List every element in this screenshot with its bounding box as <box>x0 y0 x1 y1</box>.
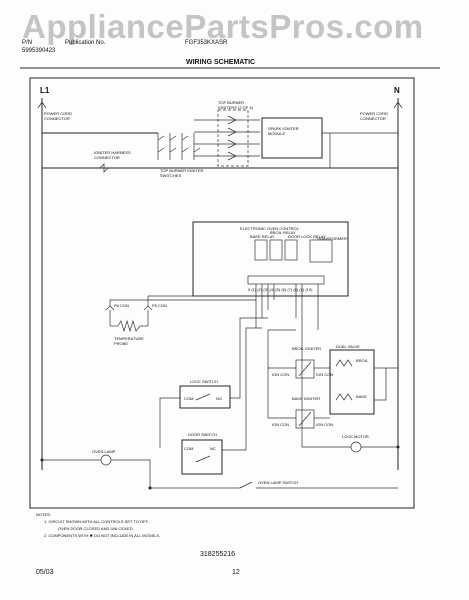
label-burner-switches: TOP BURNER IGNITER SWITCHES <box>160 168 204 178</box>
bake-coil <box>335 393 353 401</box>
label-door-com: COM <box>184 446 194 451</box>
lamp-return <box>111 459 240 489</box>
eoc-output-wires <box>255 284 319 330</box>
lock-motor-wire <box>301 330 351 448</box>
label-pin-p2: P5 CON <box>152 303 167 308</box>
label-pin-p1: P6 CON <box>114 303 129 308</box>
igniter-group-box <box>217 109 249 167</box>
part-number-label: P/N <box>22 40 33 46</box>
label-lock-motor: LOCK MOTOR <box>342 434 369 439</box>
label-lock-com: COM <box>184 396 194 401</box>
lock-motor-symbol <box>350 441 362 453</box>
burner-switches <box>157 133 201 160</box>
lock-switch-blade <box>195 393 211 401</box>
label-lock-switch: LOCK SWITCH <box>190 379 218 384</box>
label-temp-probe: TEMPERATURE PROBE <box>114 336 144 346</box>
label-l1: L1 <box>40 86 50 95</box>
probe-resistor <box>117 319 141 333</box>
doc-number: 318255216 <box>200 551 236 558</box>
bake-igniter-box <box>295 409 315 429</box>
label-relay-1: BAKE RELAY <box>250 234 275 239</box>
label-dual-valve: DUAL VALVE <box>336 344 360 349</box>
harness-connector <box>99 163 109 173</box>
notes-line-3: 2. COMPONENTS WITH ✱ DO NOT INCLUDE IN A… <box>44 533 161 538</box>
valve-return <box>374 368 387 401</box>
lock-switch-wire <box>230 317 268 399</box>
oven-lamp-symbol <box>100 454 112 466</box>
label-oven-lamp-switch: OVEN LAMP SWITCH <box>258 480 299 485</box>
door-switch-wire <box>222 327 262 451</box>
label-power-cord-left: POWER CORD CONNECTOR <box>44 111 72 121</box>
label-relay-2: BROIL RELAY <box>270 230 296 235</box>
door-switch-box <box>181 439 223 475</box>
schematic-title: WIRING SCHEMATIC <box>186 59 256 66</box>
notes-title: NOTES: <box>36 512 51 517</box>
lock-switch-return <box>159 397 180 448</box>
door-switch-blade <box>195 455 211 463</box>
probe-wire-a <box>109 299 256 306</box>
watermark: AppliancePartsPros.com <box>22 8 424 45</box>
notes-line-2: OVEN DOOR CLOSED AND UNLOCKED. <box>58 526 134 531</box>
broil-coil <box>335 359 353 367</box>
label-lock-no: NO <box>216 396 222 401</box>
label-door-nc: NC <box>210 446 216 451</box>
label-power-cord-right: POWER CORD CONNECTOR <box>360 111 388 121</box>
label-ign-con-3: IGN CON <box>272 422 290 427</box>
lock-switch-box <box>179 385 231 409</box>
dual-valve-box <box>329 349 375 415</box>
notes-line-1: 1. CIRCUIT SHOWN WITH ALL CONTROLS SET T… <box>44 519 149 524</box>
label-valve-bake: BAKE <box>356 394 367 399</box>
spark-module-box <box>261 117 323 159</box>
broil-igniter-box <box>295 359 315 379</box>
lamp-switch-blade <box>239 481 253 489</box>
label-door-switch: DOOR SWITCH <box>188 432 217 437</box>
label-broil-igniter: BROIL IGNITER <box>292 346 322 351</box>
label-n: N <box>394 86 400 95</box>
label-top-burner-igniters: TOP BURNER IGNITERS (2 OF 4) <box>218 100 253 110</box>
igniter-feed-left <box>267 329 296 419</box>
eoc-terminal-strip <box>247 275 325 285</box>
label-igniter-harness: IGNITER HARNESS CONNECTOR <box>94 150 131 160</box>
label-oven-lamp: OVEN LAMP <box>92 449 116 454</box>
eoc-relays <box>254 239 333 263</box>
probe-wire-b <box>147 295 274 306</box>
label-bake-igniter: BAKE IGNITER <box>292 396 321 401</box>
n-connector <box>393 101 403 109</box>
label-transformer: TRANSFORMER <box>316 236 347 241</box>
label-eoc: ELECTRONIC OVEN CONTROL <box>240 226 299 231</box>
l1-connector <box>37 101 47 109</box>
page-number: 12 <box>232 569 240 576</box>
burner-igniters <box>194 115 260 161</box>
probe-connector-a <box>105 305 115 311</box>
label-relay-3: DOOR LOCK RELAY <box>288 234 326 239</box>
label-valve-broil: BROIL <box>356 358 369 363</box>
publication-label: Publication No. <box>65 40 106 46</box>
diagram-frame <box>29 77 415 509</box>
label-ign-con-4: IGN CON <box>316 422 334 427</box>
label-ign-con-2: IGN CON <box>316 372 334 377</box>
label-ign-con-1: IGN CON <box>272 372 290 377</box>
part-number-value: 5995390423 <box>22 48 56 54</box>
label-spark-module: SPARK IGNITER MODULE <box>268 126 299 136</box>
probe-connector-b <box>143 305 153 311</box>
model-number: FGF353KXASR <box>185 40 228 46</box>
footer-date: 05/03 <box>36 569 54 576</box>
label-eoc-terminals: 0 (1) (2) (3) (4) (5) (6) (7) (8) (9) (1… <box>248 287 313 292</box>
